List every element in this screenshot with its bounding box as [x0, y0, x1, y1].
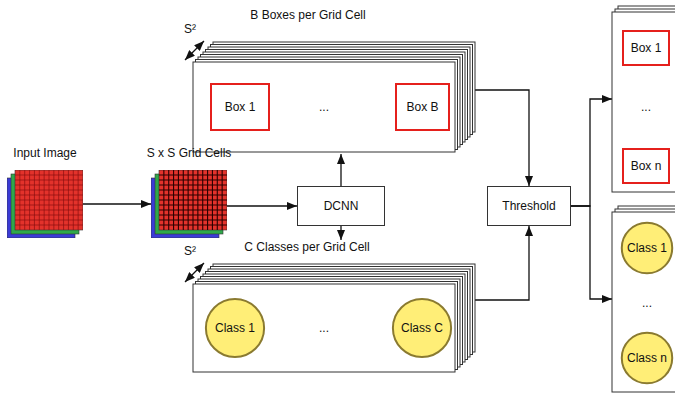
class-stack: C Classes per Grid Cell... Class 1 Class C [190, 240, 475, 372]
stack-layer [193, 284, 455, 372]
bounding-box: Box 1 [210, 83, 270, 131]
connector-arrow [571, 206, 612, 299]
stack-layer [193, 62, 455, 152]
class-label: Class C [401, 321, 443, 335]
class-circle-shape [206, 299, 264, 357]
ellipsis: ... [319, 100, 329, 114]
ellipsis: ... [641, 100, 651, 114]
stack-layers [190, 8, 475, 154]
stack-heading: C Classes per Grid Cell [244, 240, 369, 254]
bounding-box: Box B [395, 83, 450, 131]
dimension-label: S² [184, 22, 196, 36]
input-image: Input Image [5, 146, 85, 238]
image-layer [15, 170, 83, 230]
ellipsis: ... [319, 321, 329, 335]
box-stack: B Boxes per Grid Cell... Box 1 Box B [190, 8, 475, 154]
class-circle-shape [622, 333, 672, 383]
bounding-box: Box 1 [622, 30, 670, 66]
image-illustration [7, 170, 83, 238]
output-panel: ... Class 1 Class n [612, 206, 675, 392]
box-label: Box B [406, 100, 438, 114]
connector-arrow [83, 203, 151, 204]
image-illustration [151, 170, 227, 238]
grid-image: S x S Grid Cells [140, 146, 238, 238]
box-label: Threshold [502, 199, 555, 213]
stack-heading: B Boxes per Grid Cell [250, 8, 365, 22]
class-label: Class 1 [627, 241, 667, 255]
process-box: Threshold [487, 186, 571, 226]
dimension-label: S² [184, 244, 196, 258]
image-heading: Input Image [13, 146, 76, 160]
connector-arrow [475, 226, 529, 300]
class-circle: Class 1 [621, 222, 673, 274]
grid-lines [15, 170, 83, 230]
grid-lines [159, 170, 227, 230]
box-label: DCNN [324, 199, 359, 213]
image-layer [159, 170, 227, 230]
image-heading: S x S Grid Cells [147, 146, 232, 160]
box-label: Box 1 [631, 41, 662, 55]
bounding-box: Box n [622, 148, 670, 184]
class-circle-shape [622, 223, 672, 273]
connector-arrow [340, 226, 341, 240]
connector-arrow [475, 90, 529, 186]
class-circle: Class 1 [205, 298, 265, 358]
connector-arrow [571, 99, 612, 206]
connector-arrow [340, 154, 341, 186]
class-circle: Class n [621, 332, 673, 384]
box-label: Box n [631, 159, 662, 173]
stack-layer [612, 12, 675, 192]
ellipsis: ... [642, 296, 652, 310]
connector-arrow [227, 205, 297, 206]
class-circle: Class C [392, 298, 452, 358]
class-circle-shape [393, 299, 451, 357]
class-label: Class 1 [215, 321, 255, 335]
class-label: Class n [627, 351, 667, 365]
output-panel: ... Box 1 Box n [612, 6, 675, 192]
process-box: DCNN [297, 186, 385, 226]
stack-layer [612, 212, 675, 392]
box-label: Box 1 [225, 100, 256, 114]
